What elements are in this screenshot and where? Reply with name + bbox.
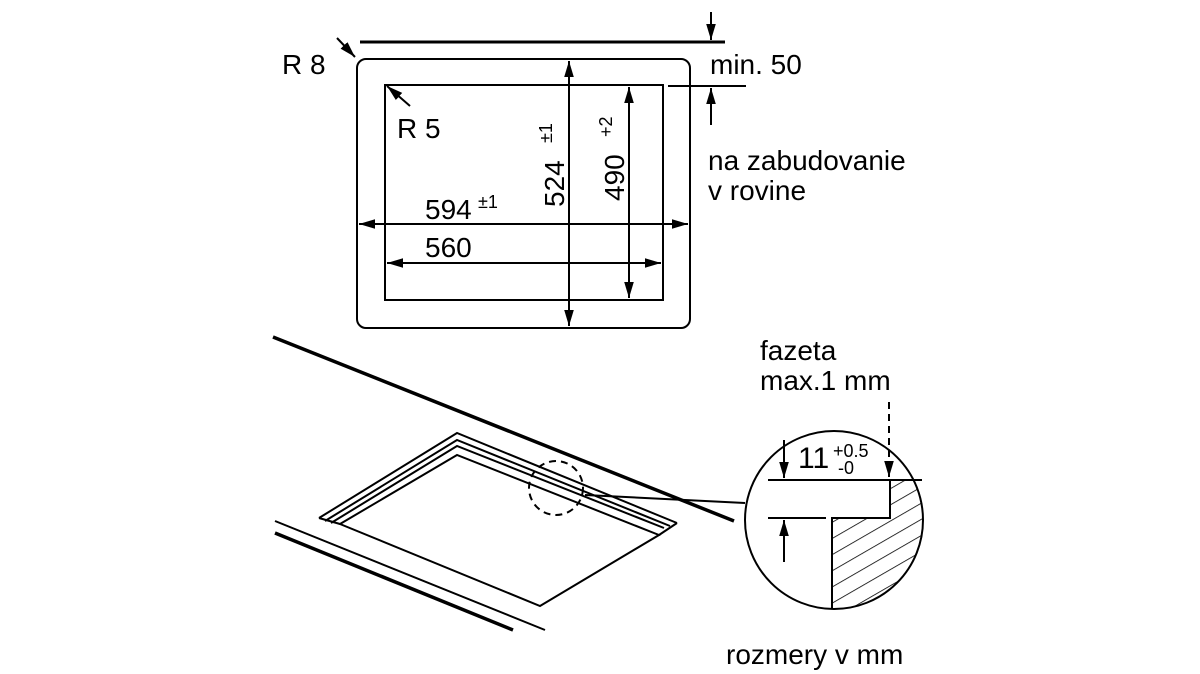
r5-label: R 5 (397, 113, 441, 144)
detail-leader (584, 494, 746, 504)
w594-tol: ±1 (478, 192, 498, 212)
depth-label: 11 (798, 442, 829, 475)
h524-label: 524 (539, 160, 570, 207)
inner-cutout-perspective (337, 453, 662, 608)
depth-tol-down: -0 (838, 458, 854, 478)
outer-cutout (356, 58, 691, 329)
outer-frame (318, 431, 678, 524)
depth-tol-up: +0.5 (833, 441, 869, 461)
plan-view (336, 12, 746, 329)
min50-label: min. 50 (710, 49, 802, 80)
r5-arrow (386, 85, 411, 107)
flush-label-2: v rovine (708, 175, 806, 206)
detail-marker (528, 460, 584, 516)
w594-label: 594 (425, 194, 472, 225)
detail-circle (744, 430, 924, 610)
perspective-view (272, 335, 746, 632)
r8-label: R 8 (282, 49, 326, 80)
h524-tol: ±1 (536, 123, 556, 143)
bevel-label-2: max.1 mm (760, 365, 891, 396)
inner-cutout (384, 84, 664, 301)
units-label: rozmery v mm (726, 639, 903, 670)
h490-label: 490 (599, 154, 630, 201)
detail-view (744, 402, 924, 610)
h490-tol: +2 (596, 116, 616, 137)
bevel-label-1: fazeta (760, 335, 837, 366)
w560-label: 560 (425, 232, 472, 263)
flush-label-1: na zabudovanie (708, 145, 906, 176)
r8-arrow (336, 37, 356, 58)
